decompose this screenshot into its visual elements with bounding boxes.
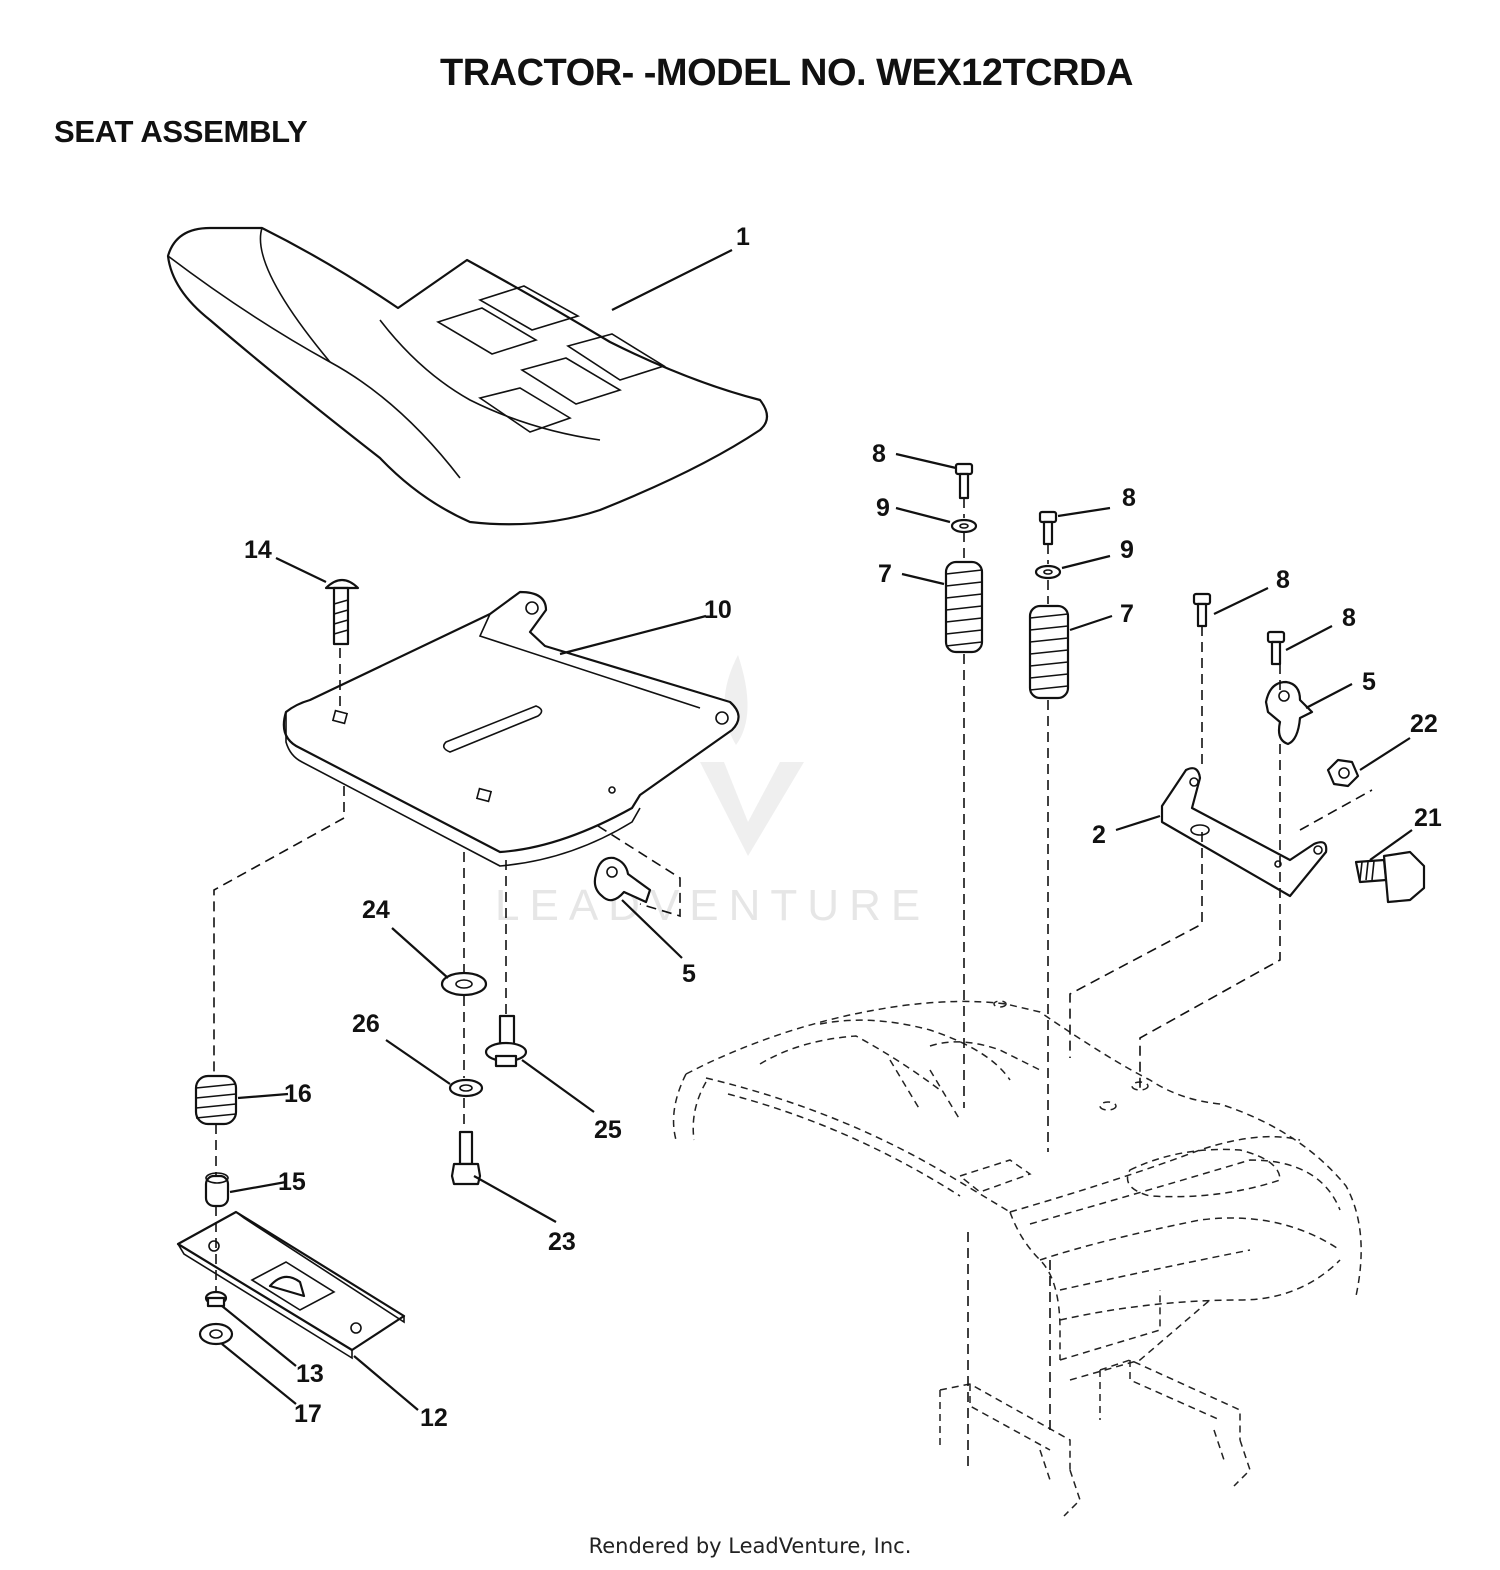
callout-22: 22 — [1410, 710, 1438, 738]
nut-part — [1326, 758, 1360, 788]
parts-diagram: LEADVENTURE — [166, 223, 1442, 1517]
callout-7-right: 7 — [1120, 600, 1134, 628]
clip-left-part — [593, 856, 652, 904]
callout-8-d: 8 — [1342, 604, 1356, 632]
callout-13: 13 — [296, 1360, 324, 1388]
watermark-text: LEADVENTURE — [495, 881, 930, 930]
callout-8-c: 8 — [1276, 566, 1290, 594]
callout-5-left: 5 — [682, 960, 696, 988]
assembly-lines — [213, 498, 1373, 1470]
carriage-bolt-part — [324, 578, 360, 646]
callout-21: 21 — [1414, 804, 1442, 832]
callout-9-left: 9 — [876, 494, 890, 522]
seat-pan-part — [282, 590, 740, 867]
callout-25: 25 — [594, 1116, 622, 1144]
callout-7-left: 7 — [878, 560, 892, 588]
washer-26-part — [448, 1078, 484, 1098]
screw-parts — [954, 462, 1286, 666]
callout-17: 17 — [294, 1400, 322, 1428]
callout-8-a: 8 — [872, 440, 886, 468]
nut-13-part — [204, 1290, 228, 1308]
washer-parts — [950, 518, 1062, 580]
locknut-17-part — [198, 1322, 234, 1346]
callout-15: 15 — [278, 1168, 306, 1196]
callout-16: 16 — [284, 1080, 312, 1108]
callout-24: 24 — [362, 896, 390, 924]
callout-5-right: 5 — [1362, 668, 1376, 696]
callout-14: 14 — [244, 536, 272, 564]
shoulder-bolt-part — [1354, 850, 1426, 904]
callout-2: 2 — [1092, 821, 1106, 849]
spring-left-part — [944, 560, 984, 654]
bracket-part — [1160, 767, 1328, 898]
tractor-frame-outline — [672, 1000, 1362, 1517]
callout-23: 23 — [548, 1228, 576, 1256]
callout-9-right: 9 — [1120, 536, 1134, 564]
leader-lines — [221, 249, 1413, 1411]
callout-12: 12 — [420, 1404, 448, 1432]
clip-right-part — [1264, 680, 1314, 746]
spacer-15-part — [204, 1172, 230, 1208]
callout-26: 26 — [352, 1010, 380, 1038]
callout-1: 1 — [736, 223, 750, 251]
flange-bolt-part — [484, 1014, 528, 1068]
callouts: 1 2 5 5 7 7 8 8 8 8 9 9 10 12 13 14 15 1… — [244, 223, 1442, 1432]
spring-right-part — [1028, 604, 1070, 700]
watermark: LEADVENTURE — [495, 655, 930, 930]
spring-16-part — [194, 1074, 238, 1126]
hex-bolt-part — [450, 1130, 482, 1186]
callout-10: 10 — [704, 596, 732, 624]
callout-8-b: 8 — [1122, 484, 1136, 512]
footer-credit: Rendered by LeadVenture, Inc. — [588, 1534, 912, 1558]
diagram-title: TRACTOR- -MODEL NO. WEX12TCRDA — [440, 52, 1133, 94]
washer-24-part — [440, 971, 488, 997]
seat-part — [166, 226, 769, 526]
section-title: SEAT ASSEMBLY — [54, 114, 308, 149]
